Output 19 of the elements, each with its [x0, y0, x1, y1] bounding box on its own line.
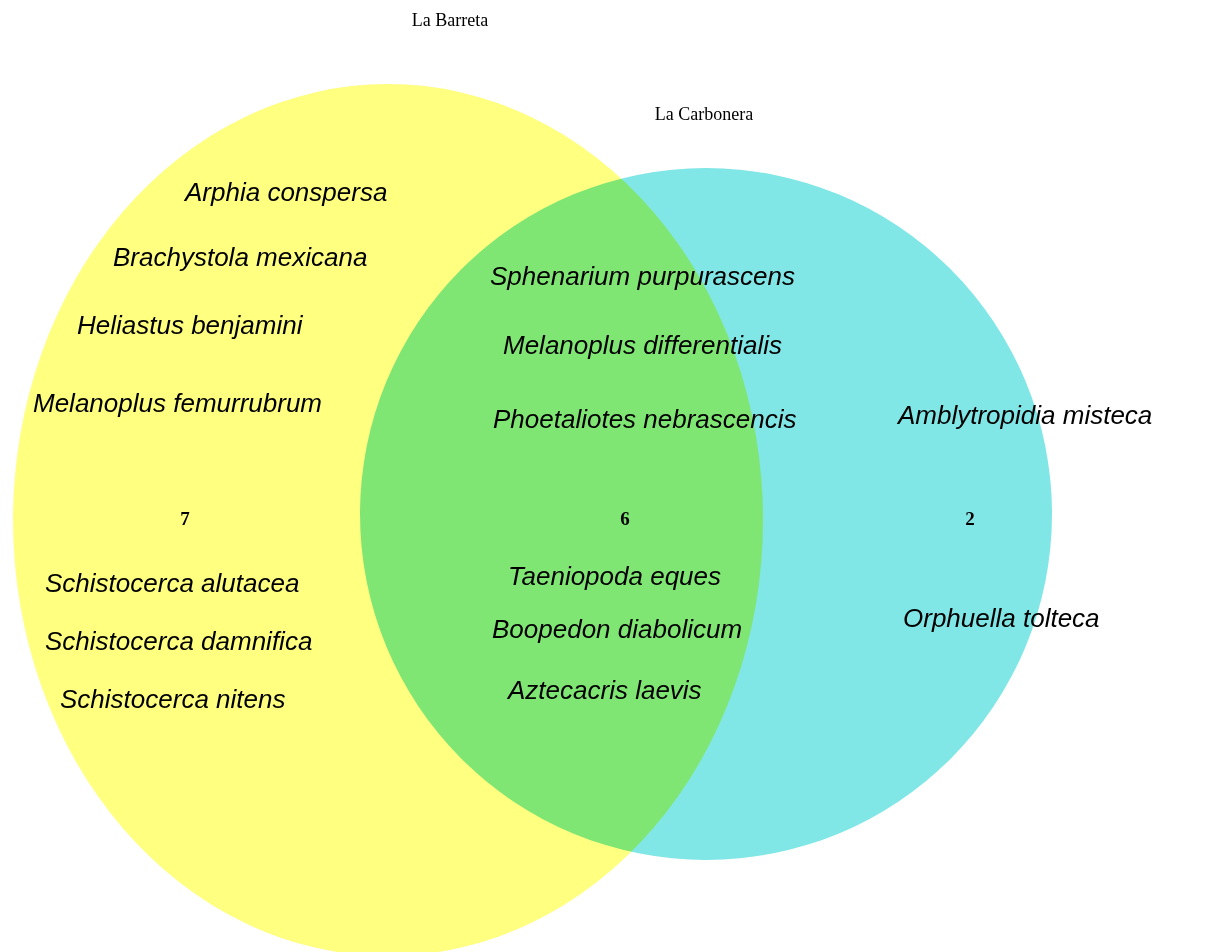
species-name: Arphia conspersa [185, 176, 388, 208]
species-name: Brachystola mexicana [113, 241, 368, 273]
species-name: Boopedon diabolicum [492, 613, 743, 645]
species-name: Melanoplus differentialis [503, 329, 782, 361]
species-name: Taeniopoda eques [508, 560, 721, 592]
species-name: Schistocerca alutacea [45, 567, 300, 599]
species-name: Aztecacris laevis [508, 674, 702, 706]
count-label: 7 [180, 508, 190, 530]
species-name: Orphuella tolteca [903, 602, 1100, 634]
count-label: 2 [965, 508, 975, 530]
count-label: 6 [620, 508, 630, 530]
species-name: Schistocerca damnifica [45, 625, 313, 657]
set-label: La Barreta [411, 10, 489, 31]
species-name: Heliastus benjamini [77, 309, 303, 341]
species-name: Melanoplus femurrubrum [33, 387, 322, 419]
species-name: Sphenarium purpurascens [490, 260, 795, 292]
set-label: La Carbonera [654, 104, 754, 125]
species-name: Phoetaliotes nebrascencis [493, 403, 797, 435]
species-name: Schistocerca nitens [60, 683, 286, 715]
